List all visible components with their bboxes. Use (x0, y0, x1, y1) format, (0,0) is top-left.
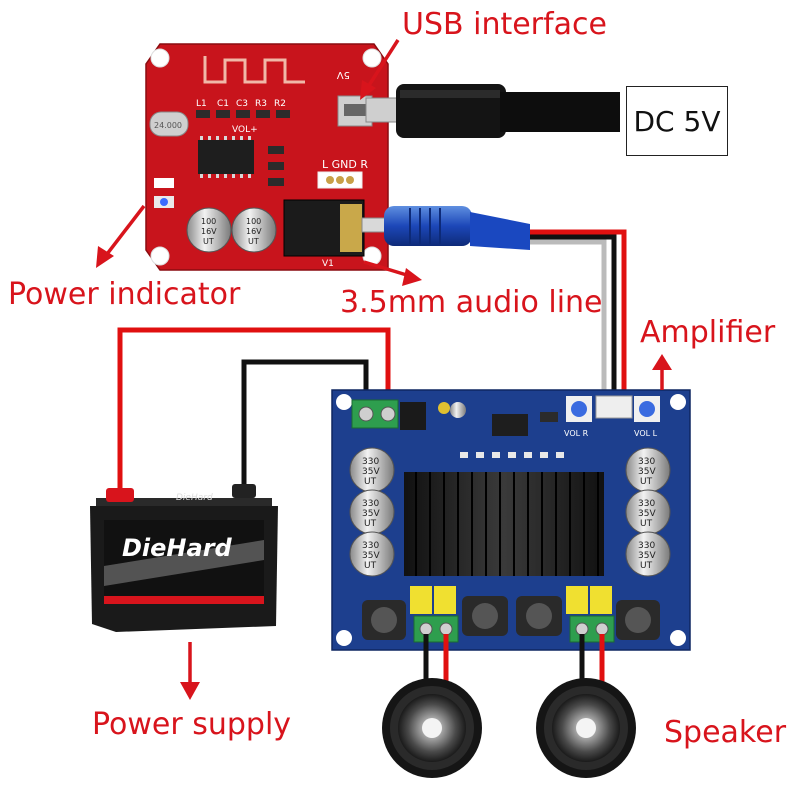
bluetooth-board: L1 C1 C3 R3 R2 VOL+ 24.000 L GND R 5V (145, 43, 389, 271)
usb-5v-mark: 5V (337, 69, 350, 80)
vol-left-mark: VOL L (634, 429, 658, 438)
led-ref-l1: L1 (196, 99, 207, 109)
amp-capacitor-right-1: 330 35V UT (625, 447, 671, 493)
led-ref-r3: R3 (255, 99, 267, 109)
svg-text:35V: 35V (638, 509, 656, 519)
svg-text:UT: UT (364, 561, 377, 571)
amp-capacitor-left-1: 330 35V UT (349, 447, 395, 493)
svg-text:35V: 35V (362, 551, 380, 561)
arrow-audio-line (402, 268, 422, 286)
svg-text:UT: UT (248, 237, 259, 246)
label-amplifier: Amplifier (640, 315, 776, 350)
svg-text:35V: 35V (362, 467, 380, 477)
svg-text:330: 330 (362, 457, 379, 467)
bt-capacitor-left: 100 16V UT (186, 207, 232, 253)
arrow-amplifier (652, 354, 672, 370)
svg-text:35V: 35V (638, 551, 656, 561)
power-led (160, 198, 168, 206)
svg-text:UT: UT (640, 561, 653, 571)
audio-wire-red (528, 229, 627, 398)
led-ref-c1: C1 (217, 99, 229, 109)
svg-text:330: 330 (638, 457, 655, 467)
vol-right-mark: VOL R (564, 429, 589, 438)
bt-capacitor-right: 100 16V UT (231, 207, 277, 253)
svg-text:35V: 35V (638, 467, 656, 477)
svg-text:16V: 16V (246, 227, 262, 236)
svg-text:35V: 35V (362, 509, 380, 519)
label-dc-5v: DC 5V (626, 86, 728, 156)
led-ref-c3: C3 (236, 99, 248, 109)
arrow-power-indicator (96, 246, 114, 268)
arrow-power-supply (180, 682, 200, 700)
speaker-right (536, 678, 636, 778)
svg-text:330: 330 (638, 499, 655, 509)
usb-cable (365, 84, 620, 138)
amp-capacitor-right-2: 330 35V UT (625, 489, 671, 535)
audio-plug (361, 206, 530, 250)
svg-text:UT: UT (640, 519, 653, 529)
power-wire-red (117, 327, 391, 498)
audio-wire-white (528, 239, 607, 398)
crystal-label: 24.000 (154, 121, 182, 130)
svg-text:16V: 16V (201, 227, 217, 236)
svg-text:330: 330 (638, 541, 655, 551)
svg-text:330: 330 (362, 499, 379, 509)
label-speaker: Speaker (664, 715, 787, 750)
battery-top-brand: DieHard (176, 493, 213, 503)
amp-capacitor-right-3: 330 35V UT (625, 531, 671, 577)
svg-text:UT: UT (203, 237, 214, 246)
arrow-usb (360, 80, 376, 100)
svg-text:100: 100 (246, 217, 261, 226)
svg-text:UT: UT (364, 477, 377, 487)
svg-text:100: 100 (201, 217, 216, 226)
svg-text:330: 330 (362, 541, 379, 551)
led-ref-r2: R2 (274, 99, 286, 109)
battery: DieHard DieHard (90, 484, 278, 632)
label-power-indicator: Power indicator (8, 277, 241, 312)
svg-text:UT: UT (640, 477, 653, 487)
power-wire-black (241, 359, 369, 490)
label-usb-interface: USB interface (402, 7, 607, 42)
jack-ref: V1 (322, 259, 334, 269)
pin-labels: L GND R (322, 158, 368, 171)
amplifier-board: VOL R VOL L 330 35V UT 330 35V UT (331, 389, 691, 651)
label-power-supply: Power supply (92, 707, 292, 742)
svg-text:UT: UT (364, 519, 377, 529)
amp-capacitor-left-2: 330 35V UT (349, 489, 395, 535)
battery-brand: DieHard (122, 534, 233, 562)
speaker-left (382, 678, 482, 778)
annotation-arrows (96, 39, 672, 700)
audio-wire-black (528, 234, 617, 398)
label-audio-line: 3.5mm audio line (340, 285, 603, 320)
volume-mark: VOL+ (232, 125, 258, 135)
amp-capacitor-left-3: 330 35V UT (349, 531, 395, 577)
